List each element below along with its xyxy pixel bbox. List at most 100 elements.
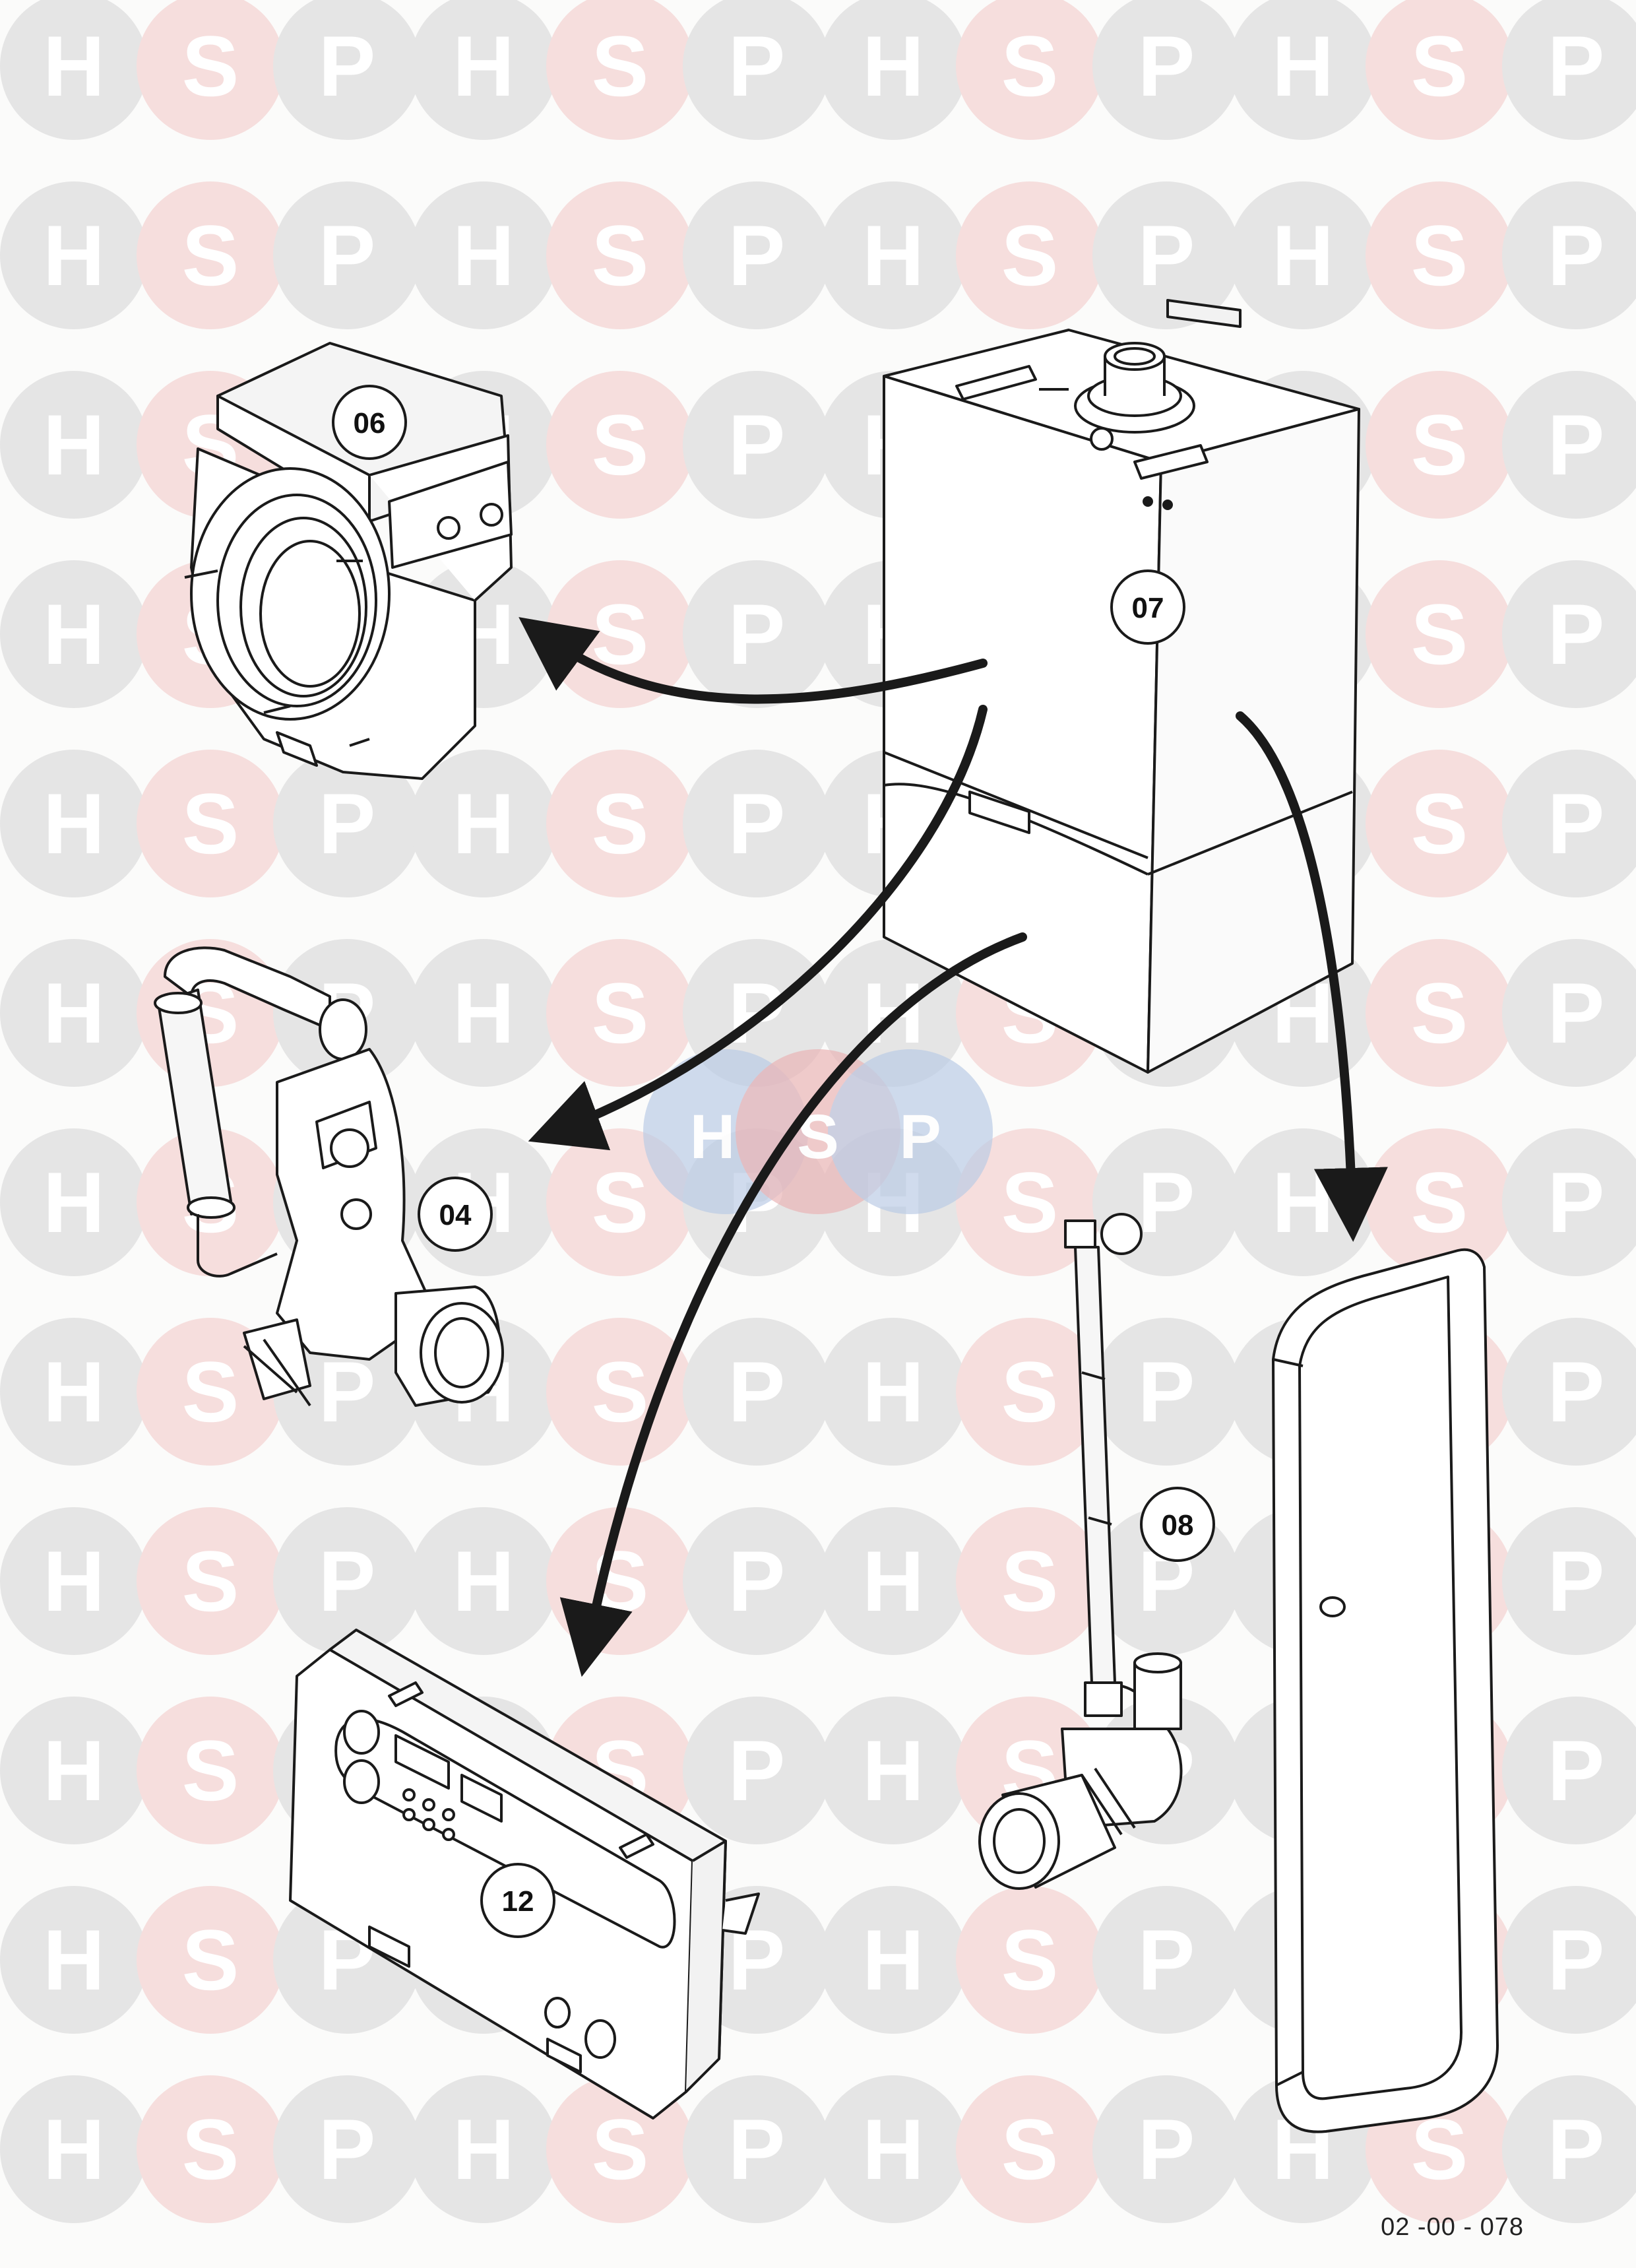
watermark-letter: S [1001,1154,1059,1250]
watermark-circle [1229,181,1377,329]
watermark-letter: P [1548,18,1605,114]
watermark-letter: P [1548,1533,1605,1629]
watermark-letter: H [862,1533,924,1629]
watermark-circle [819,2075,967,2223]
watermark-circle [1092,1886,1240,2034]
watermark-circle [1502,560,1636,708]
watermark-circle [683,371,831,519]
watermark-circle [0,560,148,708]
watermark-circle [546,750,694,897]
callout-06-label: 06 [354,407,386,439]
watermark-circle [1502,939,1636,1087]
watermark-letter: P [1138,18,1195,114]
watermark-circle [819,0,967,140]
watermark-circle [956,1318,1104,1466]
watermark-circle [683,2075,831,2223]
watermark-letter: H [1272,1154,1334,1250]
watermark-circle [0,1507,148,1655]
watermark-circle [273,2075,421,2223]
watermark-circle [0,371,148,519]
watermark-letter: P [728,586,786,682]
watermark-letter: S [182,2101,239,2197]
watermark-letter: S [182,1533,239,1629]
watermark-circle [1502,1318,1636,1466]
watermark-letter: P [1548,2101,1605,2197]
watermark-circle [137,181,284,329]
arrow-to-gas-valve [528,705,988,1151]
watermark-circle [1092,2075,1240,2223]
watermark-letter: S [592,397,649,493]
watermark-letter: P [728,775,786,872]
boiler-casing-drawing [883,299,1360,1074]
watermark-circle [0,2075,148,2223]
watermark-letter: H [862,2101,924,2197]
watermark-letter: P [1548,775,1605,872]
arrow-to-control-panel [559,932,1027,1677]
watermark-letter: P [1138,1154,1195,1250]
watermark-circle [1092,0,1240,140]
watermark-circle [683,0,831,140]
watermark-circle [0,750,148,897]
watermark-circle [1502,1697,1636,1844]
watermark-circle [1092,1318,1240,1466]
watermark-circle [1502,1128,1636,1276]
watermark-letter: P [1548,1344,1605,1440]
watermark-letter: H [43,207,105,304]
arrow-to-heat-exchanger [519,617,988,704]
watermark-letter: S [1411,965,1468,1061]
pump-assembly-drawing [978,1213,1183,1890]
hsp-center-logo: H S P [643,1049,993,1214]
watermark-letter: H [43,965,105,1061]
watermark-circle [273,750,421,897]
watermark-circle [1366,371,1513,519]
watermark-letter: S [182,775,239,872]
watermark-circle [683,1507,831,1655]
watermark-circle [956,0,1104,140]
watermark-letter: S [592,965,649,1061]
watermark-letter: S [592,775,649,872]
watermark-circle [1229,0,1377,140]
watermark-circle [137,1507,284,1655]
watermark-letter: H [862,1722,924,1819]
watermark-letter: S [1001,1533,1059,1629]
center-logo-letter-p: P [899,1102,941,1172]
watermark-letter: P [1138,2101,1195,2197]
watermark-circle [137,0,284,140]
callout-04: 04 [418,1177,493,1252]
watermark-circle [819,1507,967,1655]
watermark-letter: S [592,1344,649,1440]
callout-04-label: 04 [439,1199,472,1231]
watermark-letter: H [453,2101,515,2197]
watermark-letter: H [1272,207,1334,304]
watermark-circle [410,181,557,329]
watermark-circle [273,181,421,329]
watermark-circle [546,0,694,140]
callout-08: 08 [1140,1487,1215,1562]
watermark-letter: H [43,1533,105,1629]
drawing-reference-number: 02 -00 - 078 [1381,2213,1524,2241]
watermark-letter: H [453,965,515,1061]
watermark-circle [1502,1886,1636,2034]
watermark-letter: S [1001,2101,1059,2197]
watermark-circle [1502,0,1636,140]
watermark-letter: S [1001,207,1059,304]
watermark-letter: P [728,965,786,1061]
watermark-circle [1502,371,1636,519]
watermark-circle [1366,939,1513,1087]
watermark-letter: P [1138,1344,1195,1440]
watermark-circle [410,750,557,897]
watermark-letter: P [728,2101,786,2197]
gas-valve-fan-drawing [154,946,504,1407]
watermark-letter: H [453,18,515,114]
watermark-letter: H [453,1533,515,1629]
watermark-letter: P [1548,1912,1605,2008]
arrow-to-expansion-vessel [1236,711,1388,1242]
watermark-circle [1502,181,1636,329]
watermark-letter: P [1548,586,1605,682]
callout-12: 12 [480,1863,555,1938]
watermark-circle [410,939,557,1087]
watermark-letter: P [1548,965,1605,1061]
watermark-letter: H [43,18,105,114]
watermark-circle [0,0,148,140]
